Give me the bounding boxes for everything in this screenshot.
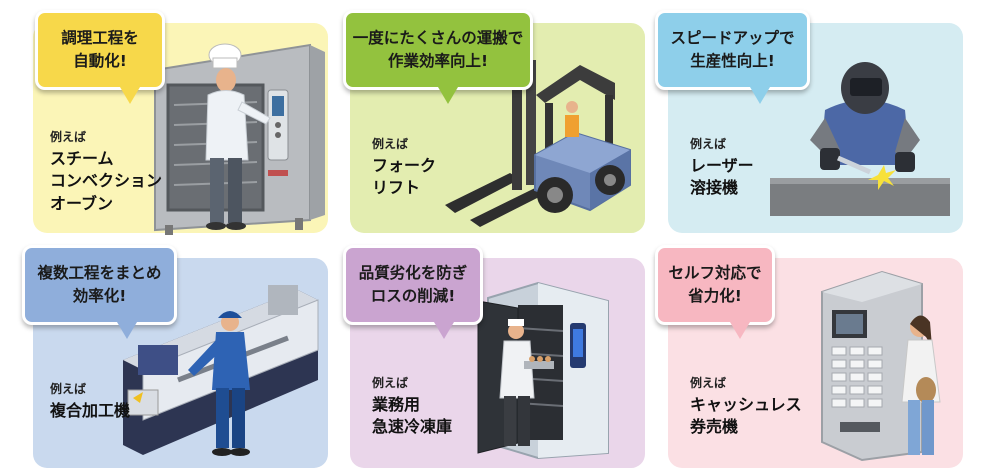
example-forklift: 例えば フォーク リフト (372, 135, 436, 200)
blast-freezer-illustration (477, 281, 609, 460)
bubble-combine-processes: 複数工程をまとめ 効率化! (22, 245, 177, 339)
bubble-tail (120, 87, 140, 104)
example-name-line: レーザー (690, 156, 754, 175)
multitasking-machine-illustration (123, 285, 319, 456)
bubble-line: 効率化! (72, 287, 127, 305)
example-name-line: オーブン (50, 193, 114, 213)
bubble-line: スピードアップで (670, 28, 795, 47)
bubble-cooking-automation: 調理工程を 自動化! (35, 10, 165, 104)
example-name-line: キャッシュレス (690, 395, 802, 414)
bubble-line: 調理工程を (61, 28, 139, 47)
steam-oven-illustration (154, 43, 325, 235)
example-prefix: 例えば (690, 376, 727, 390)
bubble-line: 作業効率向上! (387, 52, 489, 70)
bubble-tail (117, 322, 137, 339)
bubble-tail (750, 87, 770, 104)
bubble-transport-efficiency: 一度にたくさんの運搬で 作業効率向上! (343, 10, 533, 104)
bubble-self-service: セルフ対応で 省力化! (655, 245, 775, 339)
example-laser-welder: 例えば レーザー 溶接機 (690, 135, 754, 200)
example-name-line: フォーク (372, 156, 437, 175)
bubble-speed-up: スピードアップで 生産性向上! (655, 10, 810, 104)
bubble-line: 生産性向上! (690, 52, 775, 70)
example-prefix: 例えば (372, 376, 409, 390)
example-name-line: 券売機 (690, 417, 739, 437)
example-ticket-machine: 例えば キャッシュレス 券売機 (690, 374, 802, 439)
example-name-line: 急速冷凍庫 (372, 417, 453, 437)
bubble-line: 複数工程をまとめ (37, 263, 162, 282)
ticket-machine-illustration (821, 270, 941, 462)
example-name-line: スチーム (50, 149, 114, 168)
example-prefix: 例えば (372, 137, 409, 151)
bubble-line: 自動化! (73, 52, 127, 70)
bubble-line: ロスの削減! (370, 287, 456, 305)
example-blast-freezer: 例えば 業務用 急速冷凍庫 (372, 374, 452, 439)
example-name-line: リフト (372, 178, 421, 198)
bubble-tail (438, 87, 458, 104)
example-multitasking-machine: 例えば 複合加工機 (50, 380, 130, 422)
bubble-tail (730, 322, 750, 339)
example-name-line: コンベクション (50, 171, 163, 191)
bubble-line: 省力化! (688, 287, 742, 305)
example-prefix: 例えば (690, 137, 727, 151)
bubble-prevent-quality-loss: 品質劣化を防ぎ ロスの削減! (343, 245, 483, 339)
forklift-illustration (445, 60, 631, 227)
example-name-line: 溶接機 (690, 178, 739, 198)
bubble-line: 一度にたくさんの運搬で (352, 28, 524, 47)
example-steam-oven: 例えば スチーム コンベクション オーブン (50, 128, 162, 215)
bubble-line: 品質劣化を防ぎ (358, 263, 468, 282)
laser-welder-illustration (770, 62, 950, 216)
example-name-line: 複合加工機 (50, 401, 131, 420)
example-prefix: 例えば (50, 382, 87, 396)
example-prefix: 例えば (50, 130, 87, 144)
example-name-line: 業務用 (372, 395, 421, 414)
bubble-tail (434, 322, 454, 339)
bubble-line: セルフ対応で (668, 263, 762, 282)
